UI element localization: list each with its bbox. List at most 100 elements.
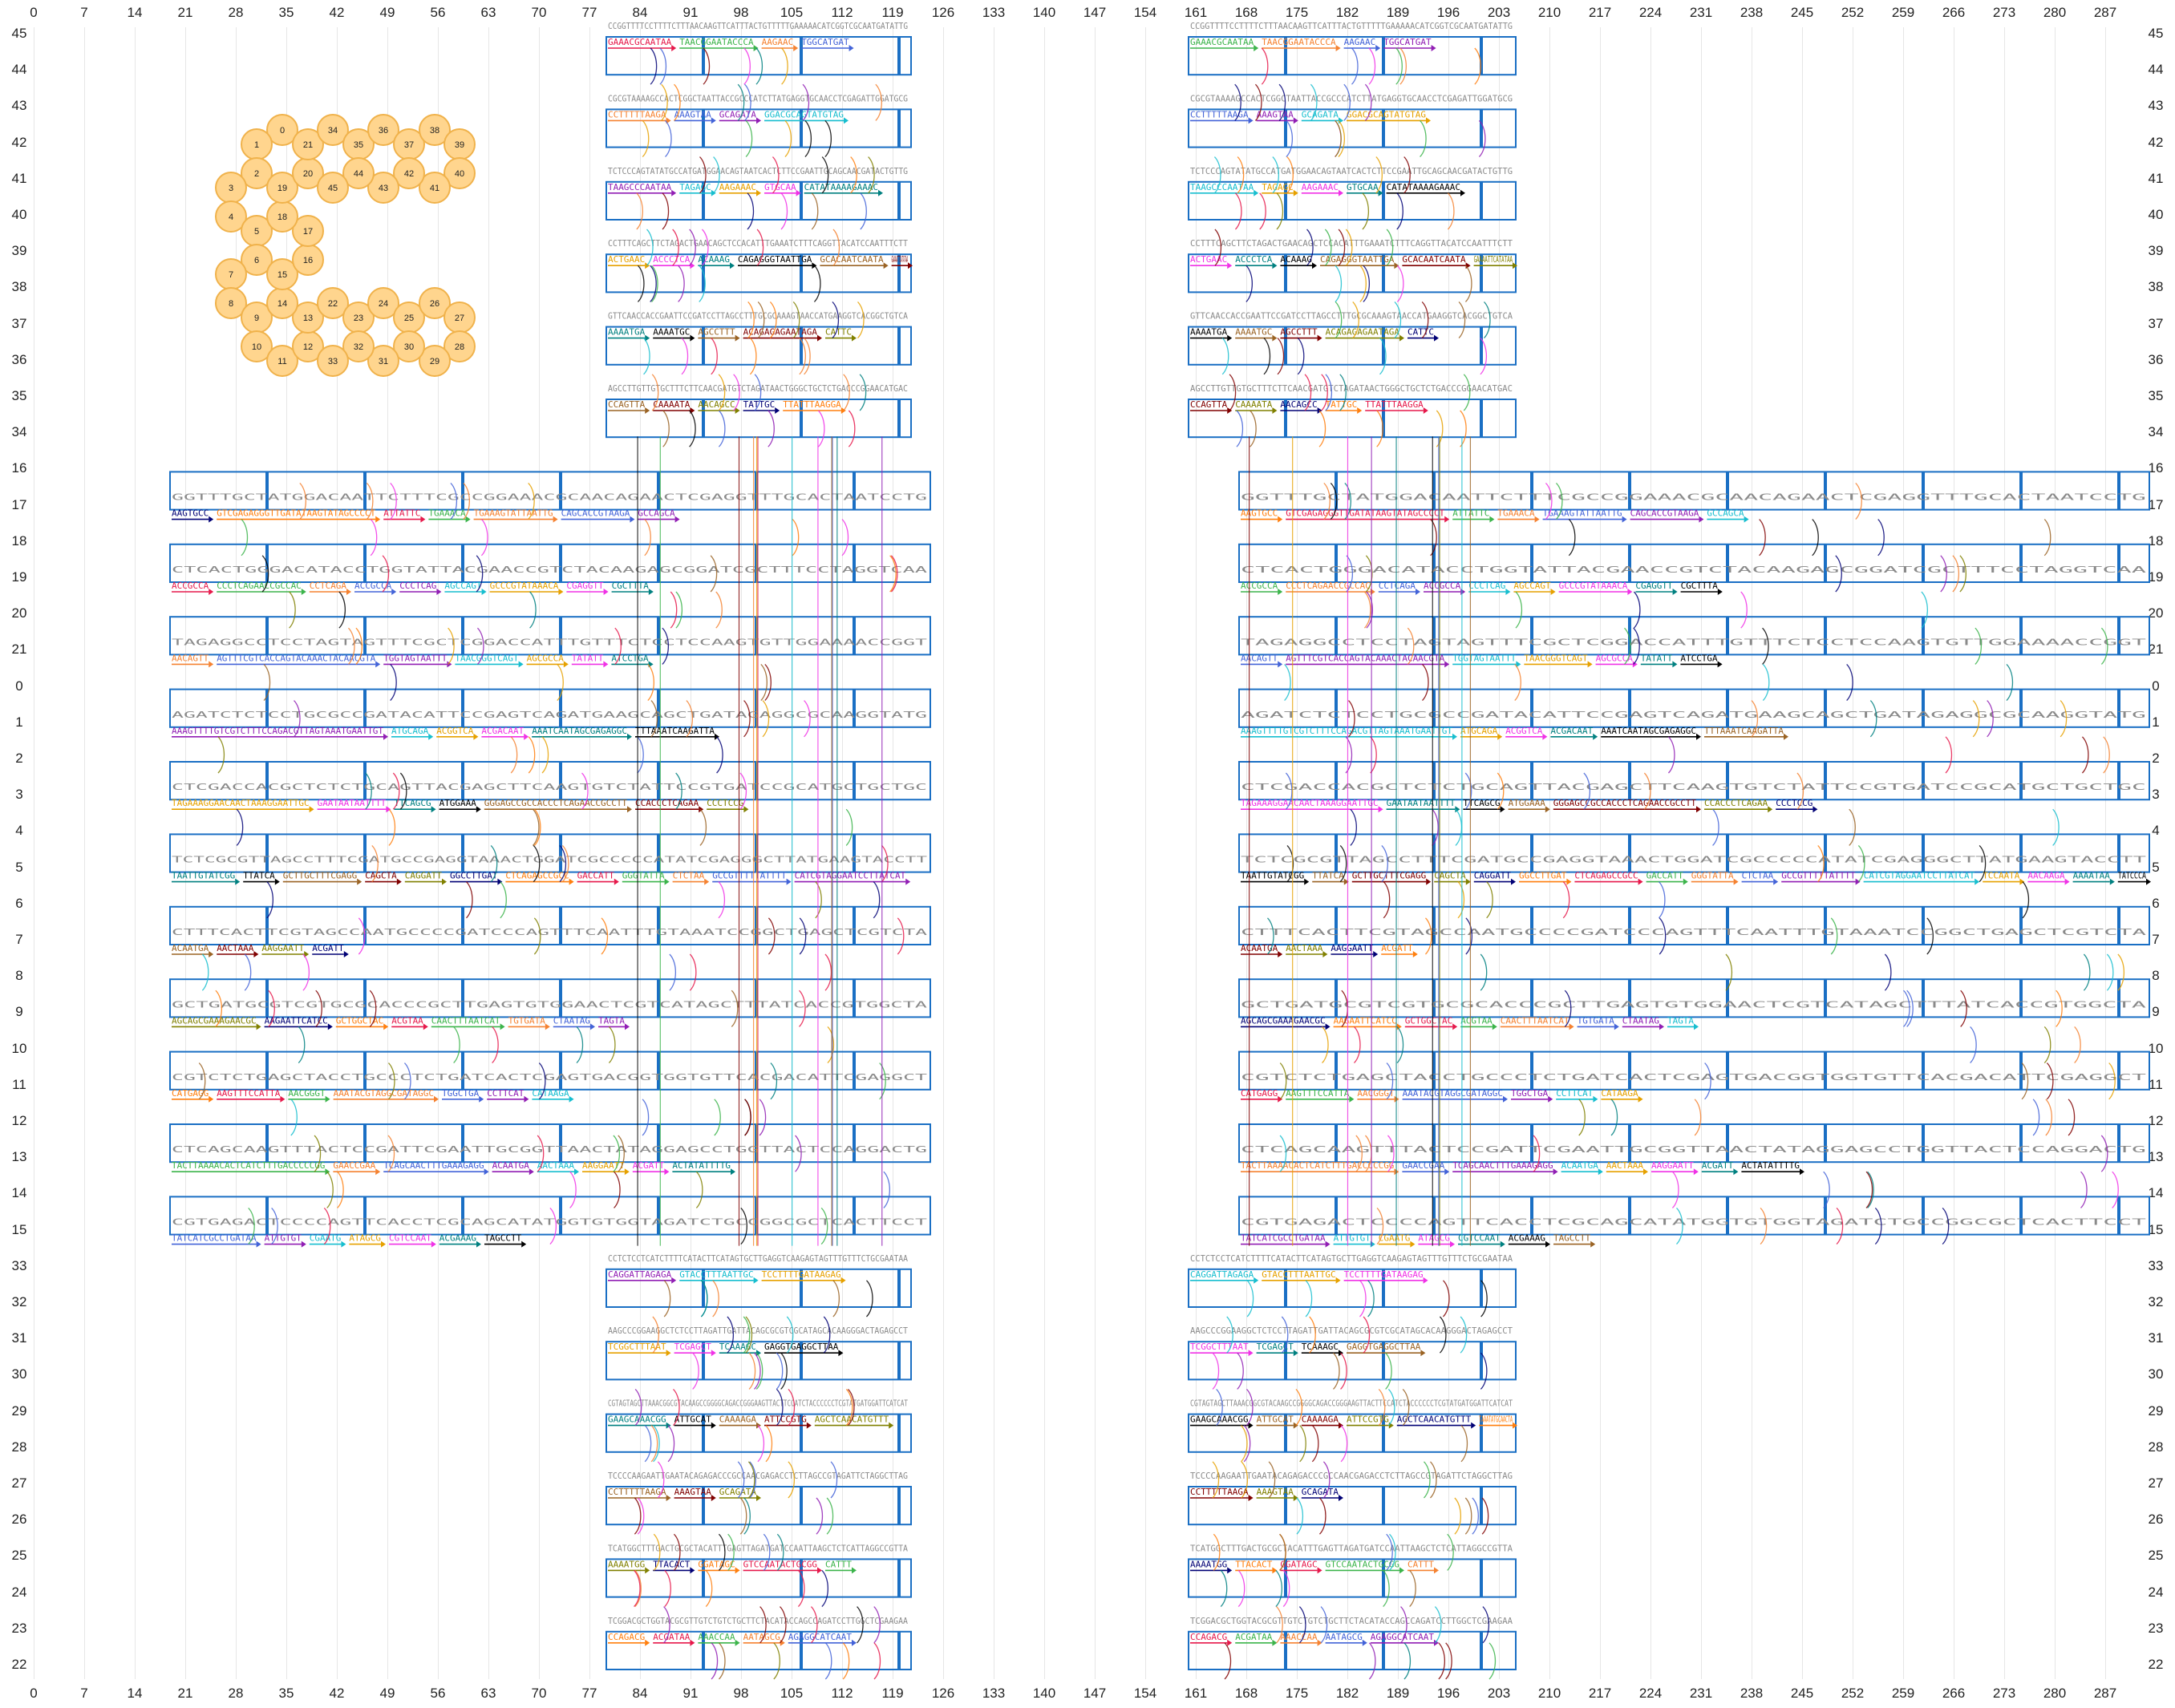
staple-crossover[interactable] — [650, 700, 658, 738]
staple-crossover[interactable] — [1480, 1280, 1488, 1317]
staple-sequence[interactable]: CGTCCAAT — [1458, 1233, 1501, 1244]
helix-box-segment[interactable] — [561, 543, 658, 583]
staple-sequence[interactable]: AGAGGCATCAAT — [1371, 1632, 1435, 1642]
helix-box-segment[interactable] — [1434, 833, 1532, 873]
helix-box-segment[interactable] — [1727, 471, 1825, 511]
staple-crossover[interactable] — [764, 663, 772, 702]
staple-sequence[interactable]: ACCGCCA — [172, 581, 209, 591]
staple-crossover[interactable] — [652, 1316, 660, 1354]
staple-crossover[interactable] — [1869, 700, 1877, 738]
staple-crossover[interactable] — [1439, 1316, 1447, 1354]
staple-sequence[interactable]: TTATTTAAGGA — [1365, 399, 1424, 410]
helix-box-segment[interactable] — [267, 1196, 365, 1236]
staple-crossover[interactable] — [776, 1352, 784, 1390]
staple-sequence[interactable]: TAACGGAATACCCA — [679, 37, 754, 47]
staple-crossover[interactable] — [815, 881, 822, 919]
staple-sequence[interactable]: CGAGGTT — [1635, 581, 1673, 591]
helix-box-segment[interactable] — [1383, 108, 1481, 148]
staple-sequence[interactable]: AAAATGA — [608, 327, 646, 338]
cross-section-helix[interactable]: 30 — [393, 330, 425, 362]
staple-crossover[interactable] — [1740, 591, 1748, 629]
cross-section-helix[interactable]: 20 — [292, 157, 324, 189]
helix-box-segment[interactable] — [1434, 978, 1532, 1018]
helix-box-segment[interactable] — [1532, 1050, 1630, 1091]
staple-crossover[interactable] — [743, 700, 751, 738]
staple-sequence[interactable]: ATGCAGA — [391, 726, 429, 736]
staple-sequence[interactable]: TGGCTGA — [1511, 1088, 1549, 1099]
staple-sequence[interactable]: GACCATT — [1646, 871, 1684, 881]
helix-box-segment[interactable] — [365, 688, 463, 728]
staple-sequence[interactable]: AACAGTT — [172, 653, 209, 663]
staple-crossover[interactable] — [1480, 338, 1488, 375]
staple-crossover[interactable] — [1578, 1099, 1586, 1136]
staple-sequence[interactable]: CGTCCAAT — [389, 1233, 431, 1244]
staple-sequence[interactable]: TAGCCTT — [1553, 1233, 1591, 1244]
staple-crossover[interactable] — [1345, 229, 1353, 266]
staple-crossover[interactable] — [1355, 1135, 1363, 1172]
staple-crossover[interactable] — [1407, 627, 1415, 665]
staple-crossover[interactable] — [745, 119, 753, 158]
staple-sequence[interactable]: GAATAATAATTTT — [1387, 798, 1456, 808]
staple-crossover[interactable] — [1351, 47, 1359, 85]
helix-box-segment[interactable] — [606, 1268, 703, 1309]
helix-box-segment[interactable] — [561, 833, 658, 873]
staple-sequence[interactable]: CATGAGG — [1241, 1088, 1278, 1099]
helix-box-segment[interactable] — [1825, 471, 1923, 511]
staple-crossover[interactable] — [1659, 917, 1667, 955]
cross-section-helix[interactable]: 19 — [266, 172, 298, 204]
staple-crossover[interactable] — [763, 1533, 771, 1571]
helix-box-segment[interactable] — [1188, 253, 1286, 293]
staple-crossover[interactable] — [821, 1569, 829, 1608]
staple-crossover[interactable] — [1545, 482, 1553, 520]
staple-crossover[interactable] — [1760, 1207, 1768, 1245]
helix-box-segment[interactable] — [365, 1123, 463, 1164]
staple-crossover[interactable] — [1849, 808, 1856, 846]
helix-circle[interactable] — [215, 287, 247, 319]
staple-sequence[interactable]: GCACAATCAATA — [820, 254, 884, 265]
helix-box-segment[interactable] — [561, 978, 658, 1018]
helix-box-segment[interactable] — [2021, 1196, 2119, 1236]
staple-crossover[interactable] — [700, 1280, 708, 1317]
staple-sequence[interactable]: CCCTCCG — [707, 798, 743, 808]
staple-crossover[interactable] — [1945, 736, 1953, 774]
helix-box-segment[interactable] — [606, 108, 703, 148]
staple-crossover[interactable] — [1463, 374, 1471, 411]
staple-crossover[interactable] — [737, 83, 745, 121]
helix-box-segment[interactable] — [606, 326, 703, 366]
staple-crossover[interactable] — [1279, 1062, 1287, 1100]
staple-sequence[interactable]: CTAATAG — [553, 1015, 590, 1026]
staple-crossover[interactable] — [1422, 663, 1429, 702]
staple-crossover[interactable] — [1338, 119, 1345, 158]
staple-sequence[interactable]: CAAAAGA — [719, 1415, 757, 1425]
cross-section-helix[interactable]: 34 — [317, 114, 349, 146]
staple-crossover[interactable] — [1857, 844, 1865, 883]
staple-sequence[interactable]: TAAATATGCAACTA — [1479, 1415, 1513, 1425]
staple-crossover[interactable] — [1759, 519, 1766, 557]
staple-sequence[interactable]: TGGTAGTAATTT — [1452, 653, 1517, 663]
staple-crossover[interactable] — [2006, 663, 2014, 702]
helix-box-segment[interactable] — [1630, 471, 1727, 511]
staple-sequence[interactable]: CCAGACG — [608, 1632, 645, 1642]
staple-crossover[interactable] — [1285, 772, 1293, 810]
staple-sequence[interactable]: AGCCTTT — [1280, 327, 1318, 338]
staple-crossover[interactable] — [1339, 374, 1347, 411]
staple-crossover[interactable] — [1421, 301, 1429, 339]
staple-crossover[interactable] — [1378, 1388, 1386, 1427]
staple-crossover[interactable] — [217, 736, 225, 774]
staple-crossover[interactable] — [780, 1606, 787, 1644]
staple-crossover[interactable] — [1370, 736, 1377, 774]
helix-box-segment[interactable] — [1434, 905, 1532, 946]
staple-sequence[interactable]: GCACAATCAATA — [1402, 254, 1466, 265]
staple-crossover[interactable] — [733, 374, 740, 411]
staple-crossover[interactable] — [1333, 1352, 1340, 1390]
staple-crossover[interactable] — [1423, 1461, 1431, 1499]
helix-box-segment[interactable] — [658, 471, 756, 511]
helix-box-segment[interactable] — [801, 180, 899, 221]
staple-crossover[interactable] — [667, 1425, 675, 1463]
helix-circle[interactable] — [317, 345, 349, 377]
helix-box-segment[interactable] — [463, 543, 561, 583]
helix-box-segment[interactable] — [2021, 833, 2119, 873]
staple-crossover[interactable] — [776, 1388, 784, 1427]
helix-circle[interactable] — [241, 330, 273, 362]
staple-sequence[interactable]: CAGGATT — [1474, 871, 1512, 881]
